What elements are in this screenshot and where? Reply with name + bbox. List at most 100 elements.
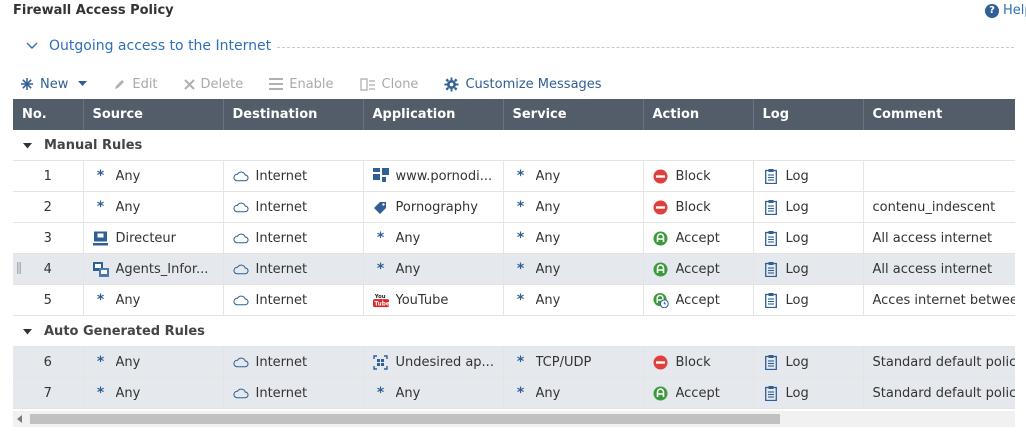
service-cell[interactable]: *Any [503, 160, 644, 192]
action-cell[interactable]: Accept [643, 377, 754, 409]
application-value: Undesired ap... [373, 354, 503, 370]
column-header-action[interactable]: Action [643, 99, 754, 130]
collapse-caret-icon[interactable] [23, 138, 32, 153]
destination-cell[interactable]: Internet [223, 160, 364, 192]
destination-value-text: Internet [255, 199, 308, 215]
column-header-source[interactable]: Source [83, 99, 224, 130]
service-value-text: Any [535, 230, 561, 246]
enable-button[interactable]: Enable [269, 77, 334, 92]
log-cell[interactable]: Log [753, 346, 864, 378]
group-row-manual[interactable]: Manual Rules [13, 130, 1015, 161]
asterisk-icon: * [516, 292, 525, 308]
service-cell[interactable]: *Any [503, 253, 644, 285]
column-header-destination[interactable]: Destination [223, 99, 364, 130]
delete-button[interactable]: Delete [183, 77, 243, 92]
chevron-down-icon[interactable] [78, 81, 88, 87]
edit-button[interactable]: Edit [113, 77, 158, 92]
comment-cell[interactable]: All access internet [863, 222, 1015, 254]
action-cell[interactable]: Accept [643, 253, 754, 285]
drag-handle-icon[interactable] [17, 262, 21, 278]
comment-cell[interactable]: All access internet [863, 253, 1015, 285]
column-header-comment[interactable]: Comment [863, 99, 1015, 130]
source-cell[interactable]: Agents_Infor... [83, 253, 224, 285]
cloud-icon [232, 354, 249, 370]
scrollbar-thumb[interactable] [30, 414, 780, 424]
accept-scheduled-icon [652, 292, 669, 308]
horizontal-scrollbar[interactable] [13, 411, 1015, 427]
column-header-log[interactable]: Log [753, 99, 864, 130]
collapse-caret-icon[interactable] [23, 324, 32, 339]
log-icon [763, 261, 779, 277]
application-cell[interactable]: *Any [363, 377, 504, 409]
chevron-down-icon[interactable] [24, 38, 40, 54]
log-cell[interactable]: Log [753, 191, 864, 223]
comment-cell[interactable]: contenu_indescent [863, 191, 1015, 223]
column-header-no[interactable]: No. [13, 99, 84, 130]
action-cell[interactable]: Block [643, 160, 754, 192]
source-cell[interactable]: Directeur [83, 222, 224, 254]
section-header[interactable]: Outgoing access to the Internet [24, 38, 1014, 54]
action-cell[interactable]: Accept [643, 222, 754, 254]
application-cell[interactable]: Pornography [363, 191, 504, 223]
service-cell[interactable]: *Any [503, 284, 644, 316]
customize-messages-button[interactable]: Customize Messages [444, 77, 602, 92]
action-cell[interactable]: Block [643, 191, 754, 223]
service-value: *TCP/UDP [513, 354, 643, 370]
log-cell[interactable]: Log [753, 160, 864, 192]
comment-value: All access internet [872, 230, 993, 246]
source-cell[interactable]: *Any [83, 284, 224, 316]
comment-cell[interactable]: Acces internet between [863, 284, 1016, 316]
service-cell[interactable]: *TCP/UDP [503, 346, 644, 378]
section-divider [277, 46, 1014, 48]
comment-cell[interactable]: Standard default policy [863, 346, 1015, 378]
comment-value: Acces internet between [872, 292, 1016, 308]
application-cell[interactable]: Undesired ap... [363, 346, 504, 378]
log-cell[interactable]: Log [753, 253, 864, 285]
source-cell[interactable]: *Any [83, 377, 224, 409]
destination-cell[interactable]: Internet [223, 377, 364, 409]
destination-cell[interactable]: Internet [223, 253, 364, 285]
new-button[interactable]: New [20, 77, 88, 92]
log-cell[interactable]: Log [753, 222, 864, 254]
action-value-text: Block [675, 168, 711, 184]
log-icon [763, 168, 779, 184]
help-link[interactable]: ? Help [985, 3, 1026, 18]
source-cell[interactable]: *Any [83, 160, 224, 192]
destination-cell[interactable]: Internet [223, 284, 364, 316]
application-cell[interactable]: *Any [363, 253, 504, 285]
destination-cell[interactable]: Internet [223, 346, 364, 378]
comment-cell[interactable] [863, 160, 1015, 192]
group-row-auto[interactable]: Auto Generated Rules [13, 315, 1015, 347]
destination-cell[interactable]: Internet [223, 191, 364, 223]
log-cell[interactable]: Log [753, 284, 864, 316]
column-header-service[interactable]: Service [503, 99, 644, 130]
source-cell[interactable]: *Any [83, 191, 224, 223]
comment-cell[interactable]: Standard default policy [863, 377, 1015, 409]
source-cell[interactable]: *Any [83, 346, 224, 378]
scroll-left-icon[interactable] [17, 415, 22, 423]
column-header-application[interactable]: Application [363, 99, 504, 130]
log-cell[interactable]: Log [753, 377, 864, 409]
asterisk-icon: * [96, 168, 105, 184]
service-cell[interactable]: *Any [503, 377, 644, 409]
service-cell[interactable]: *Any [503, 191, 644, 223]
clone-button[interactable]: Clone [359, 77, 418, 92]
destination-cell[interactable]: Internet [223, 222, 364, 254]
action-cell[interactable]: Accept [643, 284, 754, 316]
action-value: Accept [653, 261, 753, 277]
action-cell[interactable]: Block [643, 346, 754, 378]
application-cell[interactable]: www.pornodi... [363, 160, 504, 192]
application-cell[interactable]: *Any [363, 222, 504, 254]
destination-value: Internet [232, 354, 363, 370]
toolbar: New Edit Delete Enable Clone Customize M… [20, 74, 628, 94]
service-cell[interactable]: *Any [503, 222, 644, 254]
service-value: *Any [513, 292, 643, 308]
